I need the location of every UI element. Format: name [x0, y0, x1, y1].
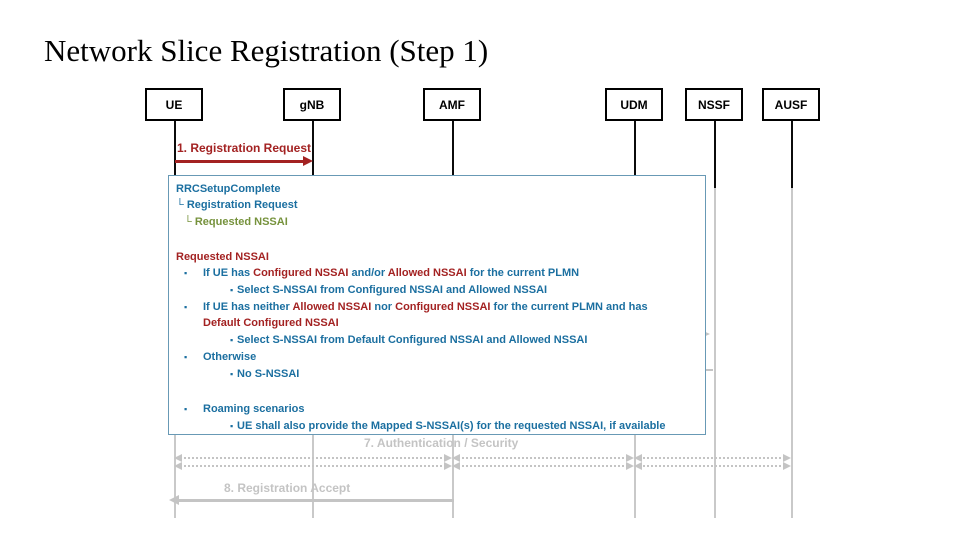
arrowhead-icon	[626, 454, 634, 462]
registration-accept-arrow	[178, 499, 454, 502]
bullet-roaming: ▪ Roaming scenarios	[169, 401, 705, 418]
dotted-line	[176, 457, 450, 459]
rrc-registration-request: └ Registration Request	[169, 197, 705, 214]
auth-dotted-arrow	[452, 454, 634, 470]
bullet-configured-or-allowed: ▪ If UE has Configured NSSAI and/or Allow…	[169, 265, 705, 282]
dotted-line	[454, 465, 632, 467]
auth-dotted-arrow	[174, 454, 452, 470]
bullet-neither: ▪ If UE has neither Allowed NSSAI nor Con…	[169, 299, 705, 316]
arrowhead-icon	[634, 454, 642, 462]
bullet-neither-continuation: Default Configured NSSAI	[169, 315, 705, 332]
sub-mapped-snssai: ▪UE shall also provide the Mapped S-NSSA…	[169, 418, 705, 434]
arrowhead-icon	[452, 454, 460, 462]
text-segment: └ Registration Request	[176, 199, 298, 212]
text-segment: nor	[371, 300, 396, 313]
text-segment: If UE has	[203, 267, 254, 280]
lifeline-ausf	[791, 188, 793, 518]
registration-accept-arrowhead-icon	[169, 495, 179, 505]
entity-box-nssf: NSSF	[685, 88, 743, 121]
arrowhead-icon	[452, 462, 460, 470]
arrowhead-icon	[174, 462, 182, 470]
lifeline-ausf	[791, 121, 793, 188]
requested-nssai-heading: Requested NSSAI	[169, 249, 705, 266]
entity-box-udm: UDM	[605, 88, 663, 121]
arrowhead-icon	[174, 454, 182, 462]
text-segment: UE shall also provide the Mapped S-NSSAI…	[237, 419, 666, 432]
text-segment: Allowed NSSAI	[387, 267, 467, 280]
entity-box-ausf: AUSF	[762, 88, 820, 121]
text-segment: for the current PLMN and has	[490, 300, 648, 313]
rrc-setup-complete: RRCSetupComplete	[169, 181, 705, 198]
arrowhead-icon	[783, 454, 791, 462]
dotted-line	[454, 457, 632, 459]
arrowhead-icon	[634, 462, 642, 470]
text-segment: Configured NSSAI	[253, 267, 349, 280]
text-segment: for the current PLMN	[466, 267, 580, 280]
dotted-line	[636, 465, 789, 467]
entity-box-ue: UE	[145, 88, 203, 121]
text-segment: If UE has neither	[203, 300, 293, 313]
registration-request-arrowhead-icon	[303, 156, 313, 166]
auth-dotted-arrow	[634, 454, 791, 470]
lifeline-ue	[174, 121, 176, 188]
lifeline-udm	[634, 121, 636, 188]
bullet-icon: ▪	[230, 285, 234, 296]
entity-box-gnb: gNB	[283, 88, 341, 121]
lifeline-gnb	[312, 121, 314, 188]
slide-title: Network Slice Registration (Step 1)	[44, 33, 489, 68]
text-segment: No S-NSSAI	[237, 367, 300, 380]
entity-box-amf: AMF	[423, 88, 481, 121]
text-segment: Allowed NSSAI	[292, 300, 372, 313]
text-segment: Otherwise	[203, 350, 257, 363]
sub-select-configured-allowed: ▪Select S-NSSAI from Configured NSSAI an…	[169, 282, 705, 299]
lifeline-nssf	[714, 188, 716, 518]
text-segment: and/or	[348, 267, 388, 280]
lifeline-amf	[452, 121, 454, 188]
authentication-security-label: 7. Authentication / Security	[364, 436, 519, 450]
text-segment: Configured NSSAI	[395, 300, 491, 313]
bullet-icon: ▪	[184, 351, 188, 362]
bullet-icon: ▪	[184, 404, 188, 415]
text-segment: Select S-NSSAI from Default Configured N…	[237, 334, 588, 347]
arrowhead-icon	[444, 454, 452, 462]
text-segment: └ Requested NSSAI	[184, 215, 288, 228]
text-segment: Select S-NSSAI from Configured NSSAI and…	[237, 284, 548, 297]
text-segment: Requested NSSAI	[176, 250, 269, 263]
arrowhead-icon	[783, 462, 791, 470]
dotted-line	[636, 457, 789, 459]
registration-request-label: 1. Registration Request	[177, 141, 312, 155]
arrowhead-icon	[444, 462, 452, 470]
dotted-line	[176, 465, 450, 467]
arrowhead-icon	[626, 462, 634, 470]
bullet-icon: ▪	[230, 335, 234, 346]
sub-select-default: ▪Select S-NSSAI from Default Configured …	[169, 332, 705, 349]
text-segment: Roaming scenarios	[203, 403, 305, 416]
nssai-note-content: RRCSetupComplete └ Registration Request └ …	[169, 181, 705, 435]
text-segment: Default Configured NSSAI	[203, 317, 339, 330]
lifeline-nssf	[714, 121, 716, 188]
bullet-icon: ▪	[230, 368, 234, 379]
bullet-icon: ▪	[230, 420, 234, 431]
sub-no-snssai: ▪No S-NSSAI	[169, 366, 705, 383]
bullet-otherwise: ▪ Otherwise	[169, 349, 705, 366]
rrc-requested-nssai: └ Requested NSSAI	[169, 214, 705, 231]
text-segment: RRCSetupComplete	[176, 182, 281, 195]
registration-request-arrow	[175, 160, 306, 163]
bullet-icon: ▪	[184, 301, 188, 312]
bullet-icon: ▪	[184, 268, 188, 279]
nssai-note-box: RRCSetupComplete └ Registration Request └ …	[168, 175, 706, 435]
registration-accept-label: 8. Registration Accept	[224, 481, 351, 495]
